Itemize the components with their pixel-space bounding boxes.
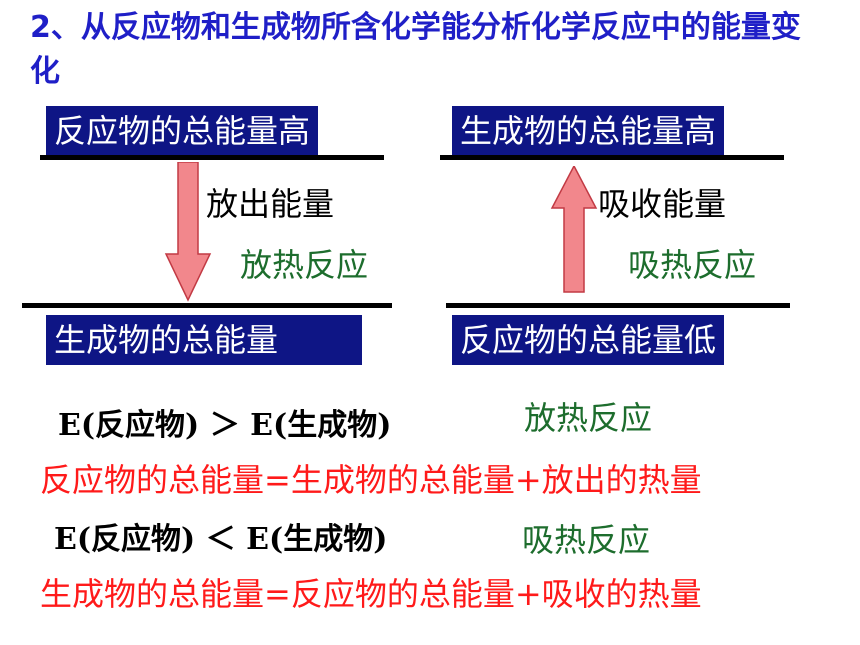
right-reaction-label: 吸热反应 [628,246,757,284]
right-action-label: 吸收能量 [598,185,727,223]
down-arrow-icon [164,162,212,302]
left-bottom-level-line [22,303,392,308]
endothermic-comparison: E(反应物) ＜ E(生成物) [54,522,388,557]
left-top-box: 反应物的总能量高 [46,106,319,156]
endothermic-relation: 生成物的总能量=反应物的总能量+吸收的热量 [40,575,702,613]
right-bottom-box: 反应物的总能量低 [452,315,725,365]
right-bottom-level-line [446,303,790,308]
left-action-label: 放出能量 [206,185,335,223]
up-arrow-icon [550,166,598,293]
left-top-level-line [40,155,384,160]
exothermic-relation: 反应物的总能量=生成物的总能量+放出的热量 [40,461,702,499]
right-top-box: 生成物的总能量高 [452,106,725,156]
right-top-level-line [440,155,784,160]
exothermic-type-label: 放热反应 [524,399,653,437]
exothermic-comparison: E(反应物) ＞ E(生成物) [58,408,392,443]
left-reaction-label: 放热反应 [240,246,369,284]
left-bottom-box: 生成物的总能量 [46,315,362,365]
slide-title: 2、从反应物和生成物所含化学能分析化学反应中的能量变化 [30,10,801,89]
endothermic-type-label: 吸热反应 [522,521,651,559]
